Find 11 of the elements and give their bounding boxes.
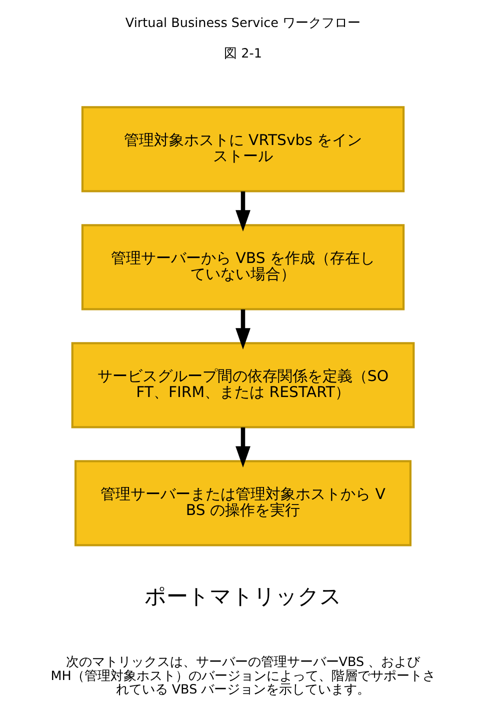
node-box: 管理対象ホストに VRTSvbs をインストール [81,106,405,192]
diagram-title: Virtual Business Service ワークフロー [125,16,361,31]
label: 次のマトリックスは、サーバーの管理サーバーVBS 、および MH（管理対象ホスト）のバージョンによって、階層でサポートされている VBS バージョンを示しています。 [50,654,436,698]
label: ポートマトリックス [144,584,342,610]
node-box: 管理サーバーまたは管理対象ホストから VBS の操作を実行 [74,460,412,546]
arrow [236,191,250,232]
node-box: サービスグループ間の依存関係を定義（SOFT、FIRM、または RESTART） [71,342,415,428]
label: 図 2-1 [224,46,262,62]
arrow [236,427,250,468]
arrow [236,309,250,350]
node-box: 管理サーバーから VBS を作成（存在していない場合） [81,224,405,310]
